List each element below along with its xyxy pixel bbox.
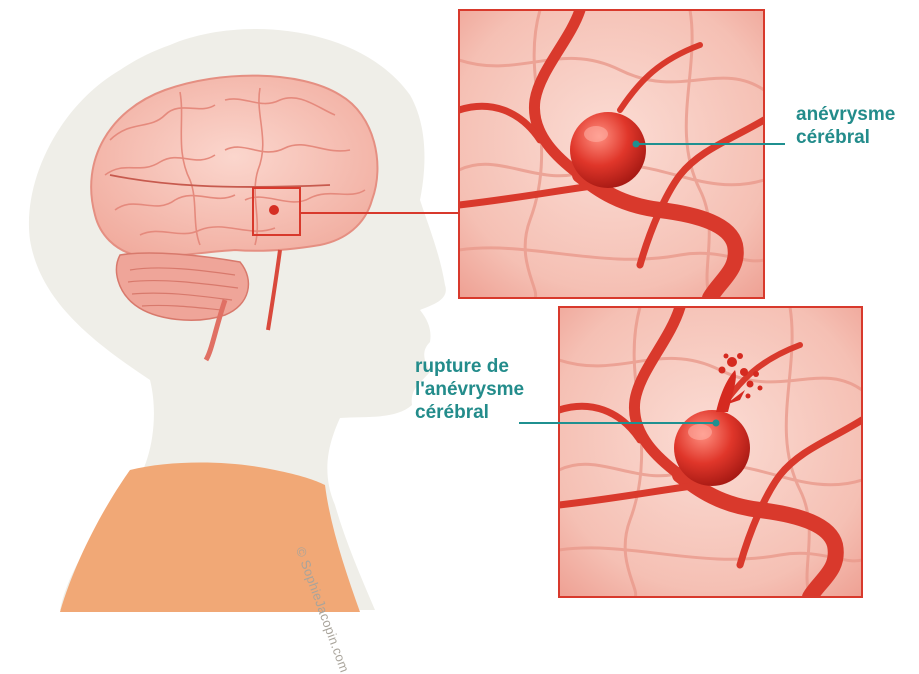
- label-aneurysm-line2: cérébral: [796, 126, 895, 149]
- label-aneurysm: anévrysme cérébral: [796, 103, 895, 149]
- label-rupture-line3: cérébral: [415, 401, 524, 424]
- aneurysm-illustration: anévrysme cérébral rupture de l'anévrysm…: [0, 0, 919, 623]
- label-aneurysm-line1: anévrysme: [796, 103, 895, 126]
- label-rupture-line1: rupture de: [415, 355, 524, 378]
- label-rupture-line2: l'anévrysme: [415, 378, 524, 401]
- panel-aneurysm: [459, 10, 764, 298]
- panel-rupture: [559, 307, 862, 597]
- illustration-canvas: [0, 0, 919, 623]
- label-rupture: rupture de l'anévrysme cérébral: [415, 355, 524, 424]
